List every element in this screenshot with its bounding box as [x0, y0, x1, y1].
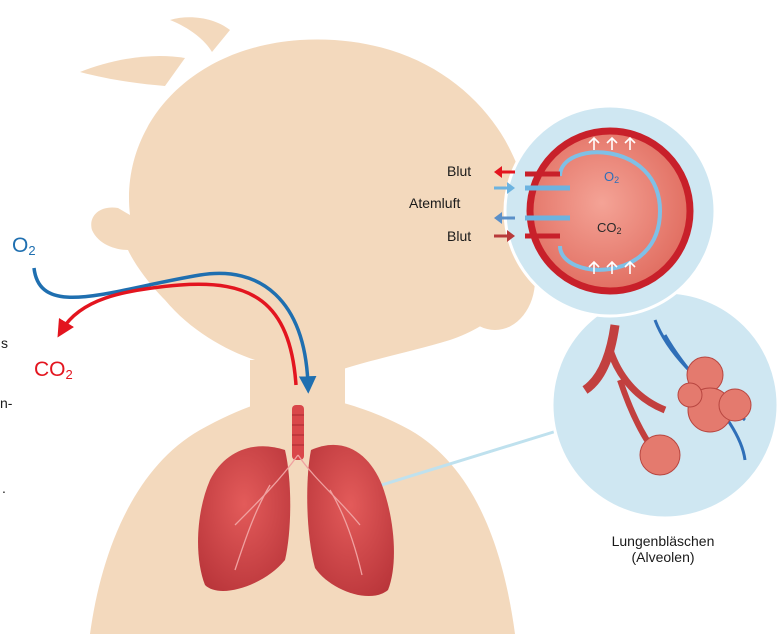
child-silhouette — [80, 17, 535, 634]
blut-top-label: Blut — [447, 163, 471, 179]
edge-fragment-n: n- — [0, 395, 12, 411]
alveole-co2-label: CO2 — [597, 220, 622, 236]
o2-inhale-label: O2 — [12, 234, 36, 258]
edge-fragment-dot: . — [2, 480, 6, 496]
alveole-o2-label: O2 — [604, 169, 619, 185]
blut-bottom-label: Blut — [447, 228, 471, 244]
atemluft-label: Atemluft — [409, 195, 460, 211]
alveoli-closeup — [552, 292, 778, 518]
edge-fragment-s: s — [1, 335, 8, 351]
trachea — [292, 405, 304, 460]
alveole-cross-section — [505, 106, 715, 316]
alveolen-caption: Lungenbläschen (Alveolen) — [588, 533, 738, 565]
co2-exhale-label: CO2 — [34, 358, 73, 382]
